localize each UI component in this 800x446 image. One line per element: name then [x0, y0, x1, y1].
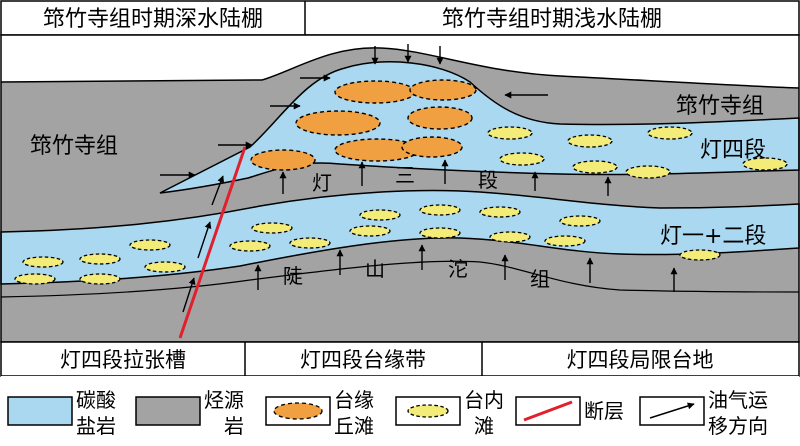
inner-shoal	[742, 157, 788, 171]
deep-shelf-header: 筇竹寺组时期深水陆棚	[43, 7, 263, 32]
lushantuo-label-4: 组	[530, 267, 550, 291]
inner-shoal	[419, 204, 461, 216]
restricted-platform-label: 灯四段局限台地	[567, 348, 714, 372]
inner-shoal	[14, 273, 56, 285]
margin-shoal	[401, 136, 463, 158]
inner-shoal	[144, 261, 186, 273]
inner-shoal	[479, 206, 521, 218]
sky-area	[1, 35, 799, 88]
inner-shoal	[229, 240, 271, 252]
legend: 碳酸 盐岩 烃源 岩 台缘 丘滩 台内 滩 断层 油气运 移方向	[1, 376, 799, 445]
qiongzhusi-label-right: 筇竹寺组	[676, 94, 764, 119]
legend-source-rock-line1: 烃源	[204, 388, 244, 412]
margin-shoal	[295, 110, 381, 136]
legend-migration-line1: 油气运	[708, 388, 768, 412]
rift-trough-label: 灯四段拉张槽	[60, 348, 186, 372]
inner-shoal	[487, 126, 533, 140]
inner-shoal	[419, 227, 461, 239]
shallow-shelf-header: 筇竹寺组时期浅水陆棚	[442, 7, 662, 32]
migration-arrow	[211, 175, 225, 206]
legend-carbonate-line1: 碳酸	[76, 388, 116, 412]
deng-three-label-2: 三	[395, 163, 415, 187]
deng-four-label: 灯四段	[700, 138, 766, 163]
migration-arrows	[160, 44, 678, 313]
inner-shoal	[359, 209, 401, 221]
margin-shoal	[250, 149, 316, 171]
source-rock-swatch	[135, 396, 201, 426]
inner-shoals	[14, 126, 788, 285]
inner-shoal	[79, 253, 121, 265]
inner-shoal	[572, 160, 618, 174]
margin-shoal	[334, 80, 416, 104]
margin-shoal	[409, 79, 477, 101]
legend-margin-shoal-line2: 丘滩	[334, 414, 374, 438]
fault-line	[178, 146, 247, 339]
platform-margin-label: 灯四段台缘带	[300, 348, 426, 372]
margin-shoals	[250, 79, 477, 171]
inner-shoal	[544, 235, 586, 247]
deng-one-two-label: 灯一+二段	[660, 224, 766, 249]
deng-three-label-3: 段	[478, 168, 498, 192]
inner-shoal	[129, 239, 171, 251]
inner-shoal	[79, 273, 121, 285]
qiongzhusi-label-left: 筇竹寺组	[30, 134, 118, 159]
inner-shoal	[251, 222, 293, 234]
inner-shoal	[647, 126, 693, 140]
legend-fault-label: 断层	[584, 399, 624, 423]
migration-arrow	[182, 277, 196, 313]
inner-shoal	[349, 225, 391, 237]
inner-shoal	[489, 231, 531, 243]
inner-shoal	[679, 249, 721, 261]
legend-inner-shoal-line2: 滩	[474, 414, 494, 438]
carbonate-swatch	[7, 396, 73, 426]
legend-source-rock-line2: 岩	[224, 414, 244, 438]
deng-three-label-1: 灯	[312, 171, 332, 195]
lushantuo-label-2: 山	[365, 257, 385, 281]
lushantuo-label-1: 陡	[283, 264, 303, 288]
cross-section: 筇竹寺组 筇竹寺组 灯四段 灯 三 段 灯一+二段 陡 山 沱 组	[0, 35, 800, 342]
inner-shoal	[499, 152, 545, 166]
inner-shoal	[625, 165, 671, 179]
legend-migration-line2: 移方向	[708, 414, 768, 438]
lushantuo-label-3: 沱	[448, 257, 468, 281]
margin-shoal	[407, 106, 473, 130]
inner-shoal	[289, 237, 331, 249]
inner-shoal	[559, 215, 601, 227]
legend-inner-shoal-line1: 台内	[464, 388, 504, 412]
legend-carbonate-line2: 盐岩	[76, 414, 116, 438]
inner-shoal	[22, 256, 64, 268]
legend-margin-shoal-line1: 台缘	[334, 388, 374, 412]
inner-shoal	[567, 134, 613, 148]
migration-arrow	[197, 221, 212, 259]
